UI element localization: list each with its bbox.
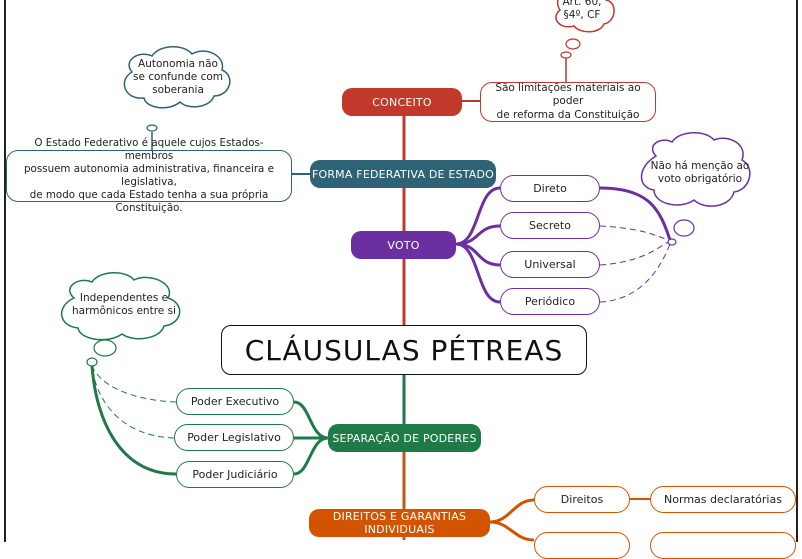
voto-item-universal[interactable]: Universal: [500, 251, 600, 278]
forma-federativa-label: FORMA FEDERATIVA DE ESTADO: [311, 167, 495, 181]
voto-cloud-text: Não há menção ao voto obrigatório: [648, 160, 752, 186]
mindmap-connectors: [61, 0, 751, 542]
voto-item-periodico[interactable]: Periódico: [500, 288, 600, 315]
forma-cloud-line2: se confunde com: [132, 71, 223, 84]
voto-label: VOTO: [387, 238, 420, 252]
voto-item-secreto[interactable]: Secreto: [500, 212, 600, 239]
forma-desc-line2: possuem autonomia administrativa, financ…: [24, 163, 274, 188]
separacao-item-label: Poder Legislativo: [187, 431, 281, 444]
direitos-subitem-normas[interactable]: Normas declaratórias: [650, 486, 796, 513]
voto-item-label: Direto: [533, 182, 567, 195]
forma-cloud-line3: soberania: [152, 84, 204, 97]
separacao-node[interactable]: SEPARAÇÃO DE PODERES: [328, 424, 481, 452]
direitos-item-direitos[interactable]: Direitos: [534, 486, 630, 513]
separacao-item-label: Poder Judiciário: [192, 468, 278, 481]
separacao-cloud-line2: harmônicos entre si: [72, 305, 176, 318]
voto-item-label: Universal: [524, 258, 576, 271]
separacao-item-judiciario[interactable]: Poder Judiciário: [176, 461, 294, 488]
page-frame: [4, 0, 798, 542]
direitos-item-label: Direitos: [560, 493, 604, 506]
voto-node[interactable]: VOTO: [351, 231, 456, 259]
separacao-item-label: Poder Executivo: [190, 395, 280, 408]
direitos-item-second[interactable]: [534, 532, 630, 559]
forma-federativa-node[interactable]: FORMA FEDERATIVA DE ESTADO: [310, 160, 496, 188]
conceito-cloud-line1: Art. 60,: [562, 0, 602, 8]
separacao-cloud-text: Independentes e harmônicos entre si: [70, 292, 178, 318]
conceito-node[interactable]: CONCEITO: [342, 88, 462, 116]
voto-item-label: Secreto: [529, 219, 571, 232]
cloud-shape-voto: [640, 132, 751, 207]
cloud-shape-conceito: [555, 0, 615, 33]
conceito-desc-line2: de reforma da Constituição: [496, 108, 640, 121]
forma-desc-line1: O Estado Federativo é aquele cujos Estad…: [34, 137, 264, 163]
voto-cloud-line2: voto obrigatório: [657, 173, 743, 186]
forma-cloud-text: Autonomia não se confunde com soberania: [126, 58, 230, 97]
central-topic[interactable]: CLÁUSULAS PÉTREAS: [221, 325, 587, 375]
cloud-shape-forma: [123, 46, 231, 109]
direitos-node[interactable]: DIREITOS E GARANTIAS INDIVIDUAIS: [309, 509, 490, 537]
cloud-shape-separacao: [61, 272, 181, 341]
conceito-description: São limitações materiais ao poder de ref…: [480, 82, 656, 122]
direitos-subitem-label: Normas declaratórias: [664, 493, 782, 506]
conceito-cloud-line2: §4º, CF: [563, 9, 601, 22]
forma-federativa-description: O Estado Federativo é aquele cujos Estad…: [6, 137, 292, 214]
separacao-item-legislativo[interactable]: Poder Legislativo: [174, 424, 294, 451]
separacao-item-executivo[interactable]: Poder Executivo: [176, 388, 294, 415]
voto-item-direto[interactable]: Direto: [500, 175, 600, 202]
central-topic-label: CLÁUSULAS PÉTREAS: [244, 333, 564, 367]
separacao-cloud-line1: Independentes e: [79, 292, 169, 304]
voto-item-label: Periódico: [524, 295, 576, 308]
separacao-label: SEPARAÇÃO DE PODERES: [332, 431, 477, 445]
conceito-desc-line1: São limitações materiais ao poder: [495, 82, 641, 108]
forma-desc-line3: de modo que cada Estado tenha a sua próp…: [29, 188, 269, 214]
conceito-cloud-text: Art. 60, §4º, CF: [552, 0, 612, 22]
forma-cloud-line1: Autonomia não: [138, 58, 218, 70]
direitos-subitem-second[interactable]: [650, 532, 796, 559]
conceito-label: CONCEITO: [372, 95, 432, 109]
direitos-label: DIREITOS E GARANTIAS INDIVIDUAIS: [332, 510, 467, 536]
voto-cloud-line1: Não há menção ao: [650, 160, 750, 172]
